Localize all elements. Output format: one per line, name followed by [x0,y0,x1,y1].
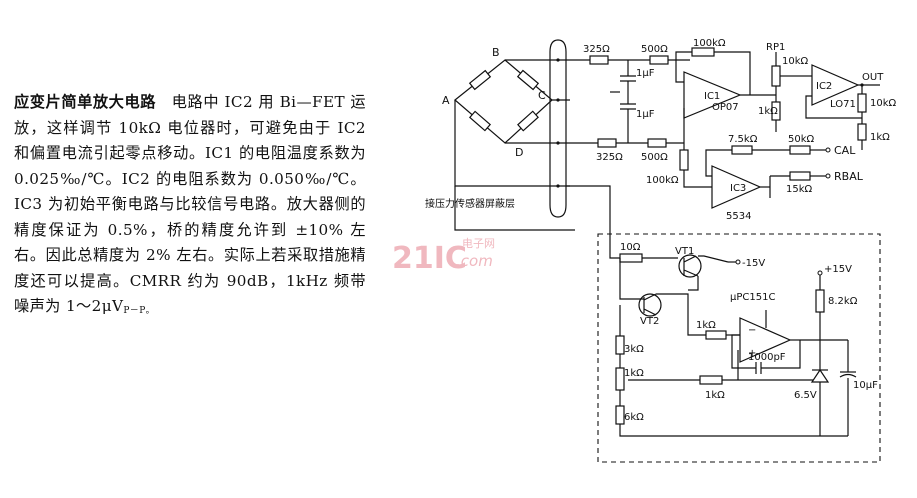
vt1-label: VT1 [675,246,694,257]
vt2-label: VT2 [640,316,659,327]
opamp-label: μPC151C [730,292,775,303]
cal-label: CAL [834,144,856,157]
r-zener-label: 8.2kΩ [828,296,858,307]
out-label: OUT [862,72,884,83]
bridge-node-b: B [492,46,500,59]
r-out-bottom-label: 1kΩ [870,132,890,143]
r-to-opamp-label: 1kΩ [696,320,716,331]
opamp-minus: − [748,325,756,336]
r-base-label: 10Ω [620,242,641,253]
r-bottom-1k-label: 1kΩ [705,390,725,401]
pot-label: RP1 [766,42,785,53]
r-bottom-label: 500Ω [641,152,668,163]
bridge-node-a: A [442,94,450,107]
r-6k-label: 6kΩ [624,412,644,423]
r-3k-label: 3kΩ [624,344,644,355]
r-ic3-out-label: 100kΩ [646,175,679,186]
ic3-label: IC3 [730,183,746,194]
watermark: 21IC 电子网 .com [392,237,495,276]
bridge-node-c: C [538,89,546,102]
shield-cable: 接压力传感器屏蔽层 [425,39,611,240]
r-out-right-label: 10kΩ [870,98,897,109]
r-rbal-label: 15kΩ [786,184,813,195]
neg-rail-label: -15V [742,258,765,269]
watermark-cn: 电子网 [462,237,495,250]
description-title: 应变片简单放大电路 [14,93,156,111]
supply-box [597,233,881,463]
pot-1k-label: 1kΩ [624,368,644,379]
bridge-node-d: D [515,146,523,159]
description-text: 应变片简单放大电路 电路中 IC2 用 Bi—FET 运放，这样调节 10kΩ … [14,90,366,325]
opamp-plus: + [748,348,756,359]
rbal-label: RBAL [834,170,864,183]
supply-circuit: 10Ω VT1 -15V VT2 1kΩ − + μPC151C 1000pF [609,240,878,437]
ic2-label: IC2 [816,81,832,92]
cap-top-label: 1μF [636,68,655,79]
description-body: 电路中 IC2 用 Bi—FET 运放，这样调节 10kΩ 电位器时，可避免由于… [14,93,366,315]
zener-label: 6.5V [794,390,817,401]
r-cal-label: 50kΩ [788,134,815,145]
r-in-bottom-label: 325Ω [596,152,623,163]
watermark-brand: 21IC [392,241,467,276]
ic1-label: IC1 [704,91,720,102]
cap-out-label: 10μF [853,380,878,391]
r-top-label: 500Ω [641,44,668,55]
r-feedback-ic1-label: 100kΩ [693,38,726,49]
ic3-part: 5534 [726,211,751,222]
ic2-part: LO71 [830,99,856,110]
r-ic3-fb-label: 7.5kΩ [728,134,758,145]
shield-label: 接压力传感器屏蔽层 [425,197,515,210]
r-in-top-label: 325Ω [583,44,610,55]
noise-subscript: P－P。 [123,306,156,316]
amplifier-stage: 325Ω 500Ω 1μF 1μF 325Ω 500Ω IC1 OP07 100… [570,38,897,222]
cap-fb-label: 1000pF [748,352,786,363]
watermark-domain: .com [456,252,493,270]
ic1-part: OP07 [712,102,739,113]
cap-bottom-label: 1μF [636,109,655,120]
r-pot-bottom-label: 1kΩ [758,106,778,117]
pot-value: 10kΩ [782,56,809,67]
pos-rail-label: +15V [824,264,852,275]
strain-bridge: B A C D [442,46,575,231]
